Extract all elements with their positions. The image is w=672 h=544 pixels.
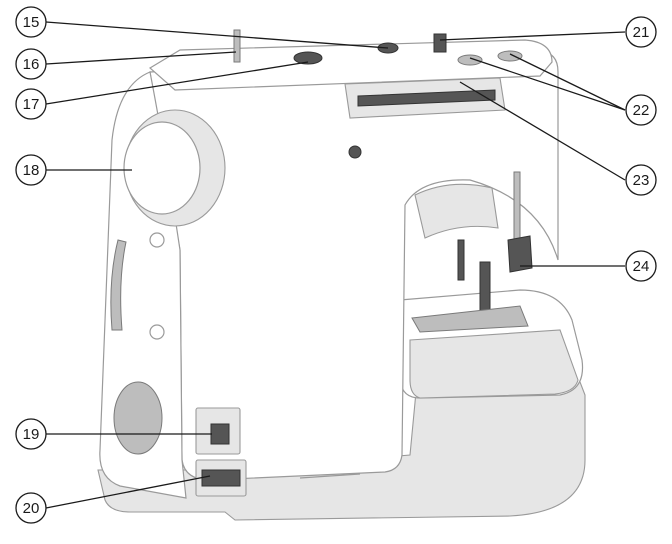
vent-grille [113, 381, 163, 455]
callout-21: 21 [625, 16, 657, 48]
callout-ring [625, 94, 657, 126]
carry-handle-slot [357, 89, 496, 107]
leader-lines [45, 21, 626, 509]
leader-16 [45, 51, 237, 65]
callout-number: 23 [633, 172, 650, 189]
needle-head [414, 183, 499, 239]
front-dot [348, 145, 362, 159]
callout-16: 16 [15, 48, 47, 80]
handwheel-inner [123, 121, 201, 215]
callout-15: 15 [15, 6, 47, 38]
callout-number: 21 [633, 24, 650, 41]
callout-22: 22 [625, 94, 657, 126]
sewing-machine-illustration [97, 29, 586, 521]
callout-number: 16 [23, 56, 40, 73]
top-cover [148, 39, 553, 91]
callout-24: 24 [625, 250, 657, 282]
bobbin-winder [293, 51, 323, 65]
callout-ring [15, 418, 47, 450]
callout-ring [625, 164, 657, 196]
side-hole-lower [149, 324, 165, 340]
callout-ring [15, 88, 47, 120]
callout-number: 19 [23, 426, 40, 443]
callout-ring [15, 48, 47, 80]
leader-21 [439, 31, 626, 41]
callout-23: 23 [625, 164, 657, 196]
needle-plate [411, 305, 529, 333]
spool-pin-16 [233, 29, 241, 63]
callout-ring [15, 154, 47, 186]
leader-23 [459, 81, 626, 181]
socket-20 [201, 469, 241, 487]
callout-20: 20 [15, 492, 47, 524]
needle-bar [457, 239, 465, 281]
callout-ring [15, 6, 47, 38]
power-switch-19 [210, 423, 230, 445]
callout-17: 17 [15, 88, 47, 120]
callout-number: 15 [23, 14, 40, 31]
free-arm-front [409, 329, 579, 399]
callout-18: 18 [15, 154, 47, 186]
callout-number: 24 [633, 258, 650, 275]
callout-number: 22 [633, 102, 650, 119]
presser-lever-24 [507, 235, 533, 273]
callout-19: 19 [15, 418, 47, 450]
callout-number: 20 [23, 500, 40, 517]
leader-22b [509, 53, 626, 111]
leader-20 [45, 475, 211, 509]
leader-22a [469, 57, 626, 111]
leader-17 [45, 61, 309, 105]
spool-pin-22a [457, 54, 483, 66]
spool-pin-22b [497, 50, 523, 62]
spool-pin-21 [433, 33, 447, 53]
side-hole-upper [149, 232, 165, 248]
callout-number: 17 [23, 96, 40, 113]
callout-ring [625, 16, 657, 48]
front-lip [299, 473, 361, 479]
callout-ring [15, 492, 47, 524]
leader-15 [45, 21, 389, 49]
callout-ring [625, 250, 657, 282]
side-dial [110, 239, 127, 331]
callout-number: 18 [23, 162, 40, 179]
